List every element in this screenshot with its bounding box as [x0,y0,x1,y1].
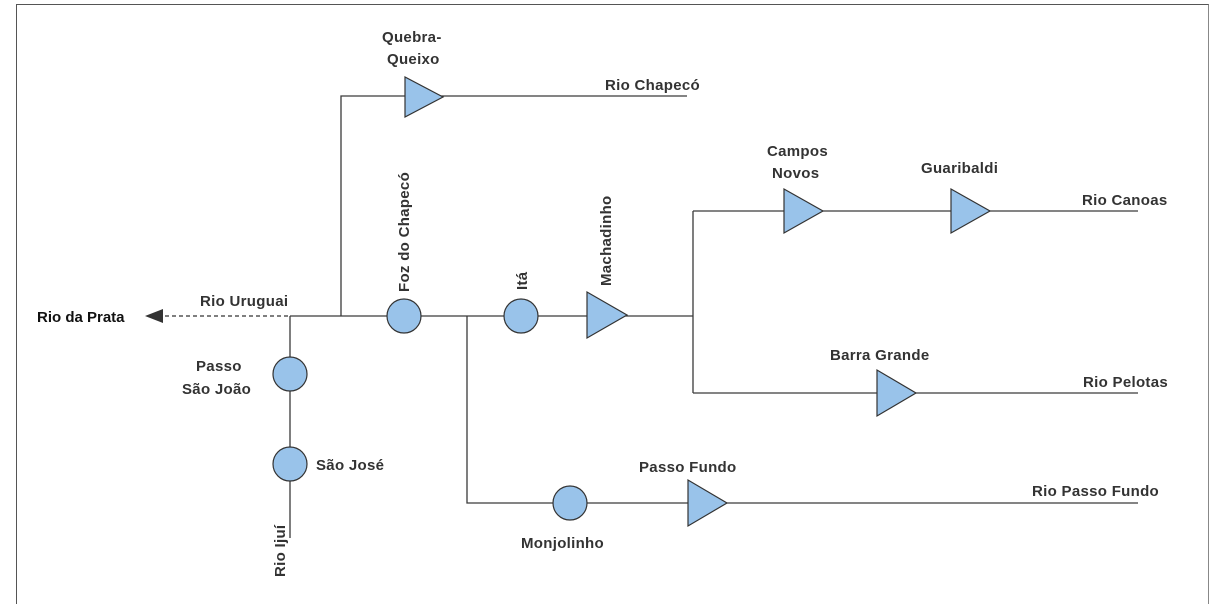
garibaldi-triangle [950,187,992,235]
rio-canoas-label: Rio Canoas [1082,192,1168,209]
rio-passo-fundo-line [466,316,1138,504]
passo-sao-joao-circle [272,356,308,392]
machadinho-triangle [586,290,629,340]
barra-grande-label: Barra Grande [830,347,929,364]
campos-novos-label-line2: Novos [772,165,819,182]
passo-sao-joao-label-line1: Passo [196,358,242,375]
sao-jose-label: São José [316,457,384,474]
quebra-queixo-label-line2: Queixo [387,51,440,68]
rio-da-prata-label: Rio da Prata [37,309,125,326]
passo-fundo-plant-label: Passo Fundo [639,459,736,476]
quebra-queixo-triangle [404,76,445,118]
machadinho-label: Machadinho [598,195,615,286]
garibaldi-label: Guaribaldi [921,160,998,177]
rio-chapeco-line [340,95,687,316]
ita-circle [503,298,539,334]
foz-chapeco-label: Foz do Chapecó [396,172,413,292]
rio-ijui-label: Rio Ijuí [272,524,289,577]
rio-uruguai-label: Rio Uruguai [200,293,288,310]
campos-novos-label-line1: Campos [767,143,828,160]
monjolinho-circle [552,485,588,521]
rio-pelotas-label: Rio Pelotas [1083,374,1168,391]
barra-grande-triangle [876,368,918,418]
monjolinho-label: Monjolinho [521,535,604,552]
prata-arrowhead [145,309,163,323]
passo-fundo-triangle [687,478,729,528]
rio-passo-fundo-label: Rio Passo Fundo [1032,483,1159,500]
ita-label: Itá [514,271,531,290]
rio-chapeco-label: Rio Chapecó [605,77,700,94]
passo-sao-joao-label-line2: São João [182,381,251,398]
sao-jose-circle [272,446,308,482]
foz-chapeco-circle [386,298,422,334]
campos-novos-triangle [783,187,825,235]
diagram-frame [16,4,1209,604]
quebra-queixo-label-line1: Quebra- [382,29,442,46]
